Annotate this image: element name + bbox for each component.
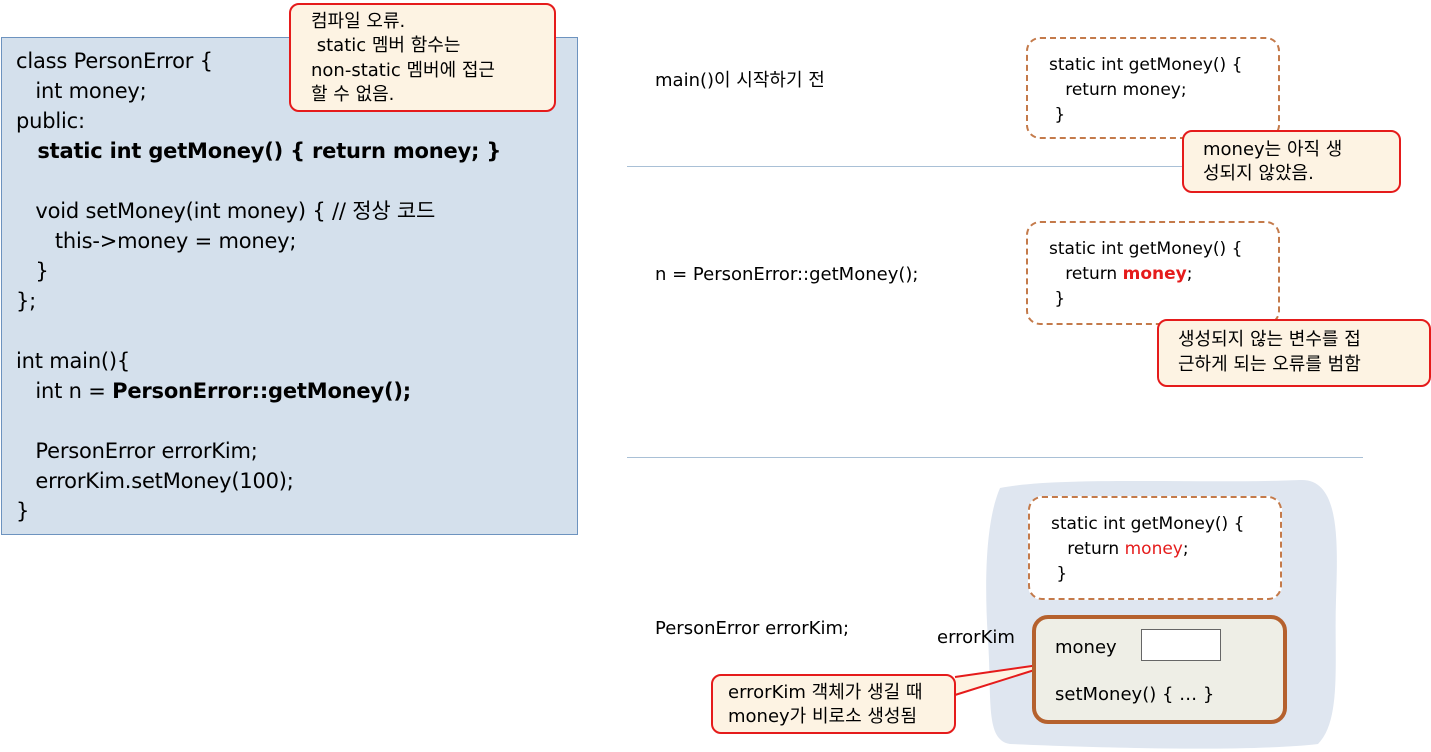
func-line: return money; bbox=[1049, 262, 1192, 287]
section1-callout: money는 아직 생 성되지 않았음. bbox=[1182, 130, 1401, 193]
code-line-static-getmoney: static int getMoney() { return money; } bbox=[16, 139, 502, 163]
section2-getmoney-box: static int getMoney() { return money; } bbox=[1026, 221, 1280, 325]
func-return-suffix: ; bbox=[1182, 539, 1189, 559]
callout-line: 컴파일 오류. bbox=[311, 11, 406, 32]
func-line: } bbox=[1049, 289, 1066, 309]
func-line: static int getMoney() { bbox=[1051, 514, 1245, 534]
callout-line: static 멤버 함수는 bbox=[311, 35, 461, 56]
code-line: errorKim.setMoney(100); bbox=[16, 469, 294, 493]
callout-line: money가 비로소 생성됨 bbox=[728, 706, 918, 727]
section2-callout: 생성되지 않는 변수를 접 근하게 되는 오류를 범함 bbox=[1157, 319, 1431, 387]
code-line: int money; bbox=[16, 79, 147, 103]
field-money-label: money bbox=[1055, 637, 1117, 658]
callout-line: errorKim 객체가 생길 때 bbox=[728, 682, 923, 703]
compile-error-callout: 컴파일 오류. static 멤버 함수는 non-static 멤버에 접근 … bbox=[289, 3, 556, 112]
callout-line: 성되지 않았음. bbox=[1203, 163, 1314, 184]
section1-label: main()이 시작하기 전 bbox=[655, 70, 825, 91]
callout-line: 할 수 없음. bbox=[311, 84, 395, 105]
func-line: } bbox=[1049, 105, 1066, 125]
section1-getmoney-box: static int getMoney() { return money; } bbox=[1026, 37, 1280, 139]
code-line: }; bbox=[16, 289, 37, 313]
code-panel: class PersonError { int money; public: s… bbox=[1, 37, 578, 535]
callout-line: 생성되지 않는 변수를 접 bbox=[1178, 329, 1361, 350]
code-line: PersonError errorKim; bbox=[16, 439, 258, 463]
callout-line: money는 아직 생 bbox=[1203, 139, 1343, 160]
callout-line: non-static 멤버에 접근 bbox=[311, 60, 495, 81]
section3-label: PersonError errorKim; bbox=[655, 618, 850, 639]
method-setmoney-label: setMoney() { … } bbox=[1055, 684, 1215, 705]
code-line: class PersonError { bbox=[16, 49, 213, 73]
func-return-suffix: ; bbox=[1186, 264, 1193, 284]
code-line-int-n: int n = bbox=[16, 379, 113, 403]
object-name-label: errorKim bbox=[937, 627, 1015, 648]
func-line: return money; bbox=[1051, 537, 1189, 562]
money-variable: money bbox=[1122, 264, 1187, 284]
section-divider bbox=[627, 166, 1363, 167]
money-field-slot bbox=[1141, 629, 1221, 661]
code-line: } bbox=[16, 259, 49, 283]
code-line: public: bbox=[16, 109, 85, 133]
section3-callout: errorKim 객체가 생길 때 money가 비로소 생성됨 bbox=[711, 674, 956, 734]
func-line: static int getMoney() { bbox=[1049, 55, 1243, 75]
func-line: } bbox=[1051, 564, 1068, 584]
code-line-getmoney-call: PersonError::getMoney(); bbox=[112, 379, 411, 403]
code-line: int n = PersonError::getMoney(); bbox=[16, 376, 411, 406]
section3-getmoney-box: static int getMoney() { return money; } bbox=[1028, 496, 1282, 600]
code-line: } bbox=[16, 499, 30, 523]
errorkim-object: money setMoney() { … } bbox=[1032, 615, 1287, 724]
func-line: static int getMoney() { bbox=[1049, 239, 1243, 259]
callout-line: 근하게 되는 오류를 범함 bbox=[1178, 354, 1361, 375]
func-return-prefix: return bbox=[1051, 539, 1125, 559]
section-divider bbox=[627, 457, 1363, 458]
section2-label: n = PersonError::getMoney(); bbox=[655, 264, 919, 285]
money-variable: money bbox=[1124, 539, 1183, 559]
func-line: return money; bbox=[1049, 80, 1187, 100]
func-return-prefix: return bbox=[1049, 264, 1123, 284]
code-line: void setMoney(int money) { // 정상 코드 bbox=[16, 199, 436, 223]
code-line: this->money = money; bbox=[16, 229, 297, 253]
code-line: int main(){ bbox=[16, 349, 131, 373]
